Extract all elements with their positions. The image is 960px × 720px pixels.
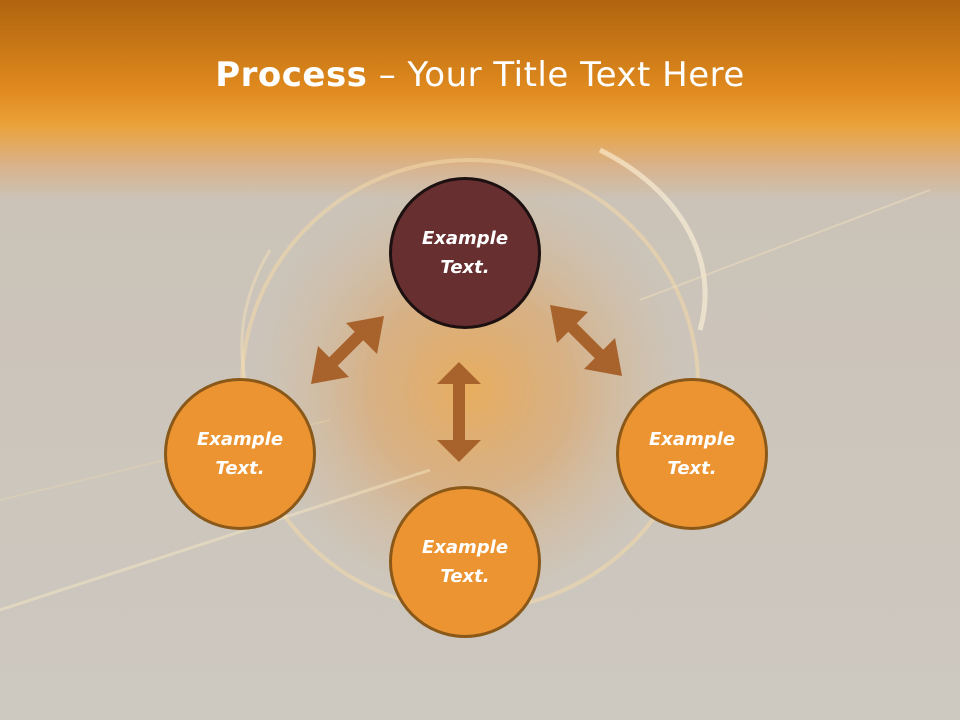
process-node-bottom: Example Text. — [389, 486, 541, 638]
node-top-line1: Example — [421, 228, 509, 249]
node-left-line1: Example — [196, 429, 284, 450]
node-right-line2: Text. — [667, 458, 717, 479]
node-right-line1: Example — [648, 429, 736, 450]
double-arrow-left-icon — [311, 316, 384, 384]
title-rest: – Your Title Text Here — [367, 55, 745, 95]
title-bold: Process — [215, 55, 368, 95]
process-node-left: Example Text. — [164, 378, 316, 530]
process-node-right: Example Text. — [616, 378, 768, 530]
node-bottom-line1: Example — [421, 537, 509, 558]
node-top-line2: Text. — [440, 257, 490, 278]
slide-title: Process – Your Title Text Here — [0, 52, 960, 98]
process-node-top: Example Text. — [389, 177, 541, 329]
double-arrow-right-icon — [550, 305, 622, 376]
double-arrow-vertical-icon — [437, 362, 481, 462]
node-bottom-line2: Text. — [440, 566, 490, 587]
node-left-line2: Text. — [215, 458, 265, 479]
